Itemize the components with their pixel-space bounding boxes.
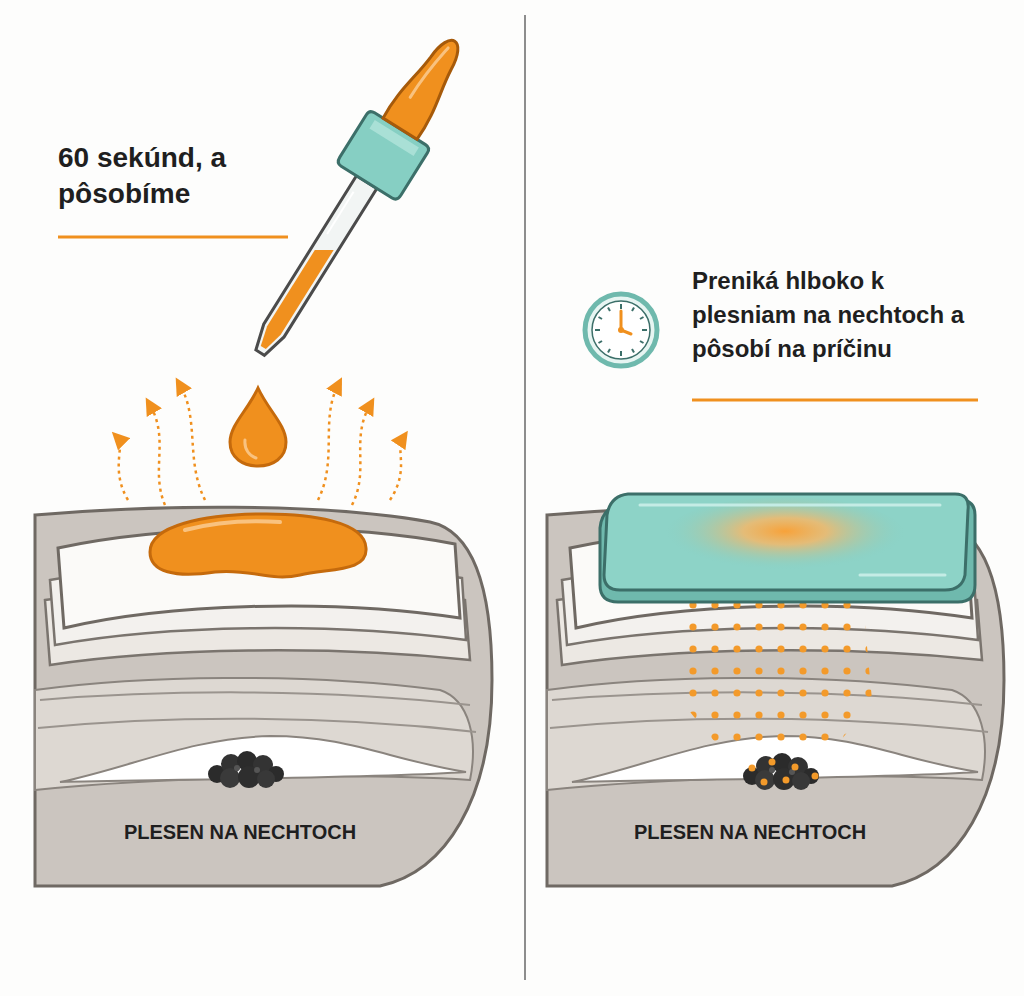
vapour-arrows — [118, 385, 403, 505]
penetration-dots — [680, 592, 872, 748]
panel-heading: Preniká hlboko k plesniam na nechtoch a … — [692, 264, 992, 366]
clock-icon — [585, 294, 657, 366]
fungus-spots — [749, 759, 819, 786]
part-label: PLESEN NA NECHTOCH — [600, 820, 900, 844]
underline — [58, 236, 288, 239]
serum-puddle — [150, 514, 366, 577]
toe — [35, 507, 492, 886]
fungus — [743, 753, 819, 790]
divider — [524, 15, 526, 980]
part-label: PLESEN NA NECHTOCH — [90, 820, 390, 844]
fungus — [208, 751, 284, 788]
underline — [692, 399, 978, 402]
dropper — [230, 22, 486, 372]
panel-heading: 60 sekúnd, a pôsobíme — [58, 140, 233, 213]
drop — [230, 388, 286, 466]
